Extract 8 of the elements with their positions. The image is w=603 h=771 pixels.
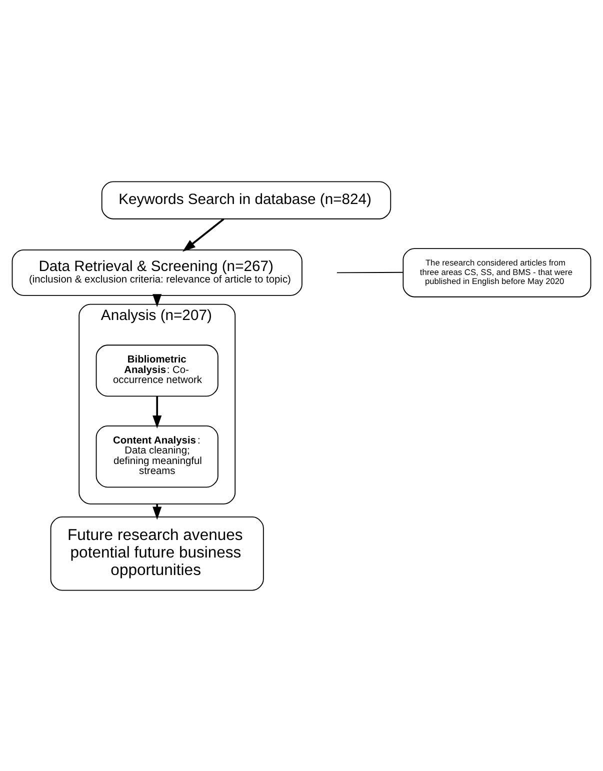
arrow: [182, 218, 224, 252]
node-box: Keywords Search in database (n=824): [101, 180, 392, 219]
node-box: The research considered articles from three areas CS, SS, and BMS - that were published in English before May 2020: [402, 248, 592, 297]
connector: [336, 271, 404, 273]
node-box: Bibliometric Analysis: Co-occurrence network: [96, 344, 218, 396]
arrow: [152, 396, 162, 428]
node-box: Future research avenues potential future business opportunities: [50, 516, 264, 590]
node-box: Content Analysis: Data cleaning; defining meaningful streams: [96, 424, 218, 488]
